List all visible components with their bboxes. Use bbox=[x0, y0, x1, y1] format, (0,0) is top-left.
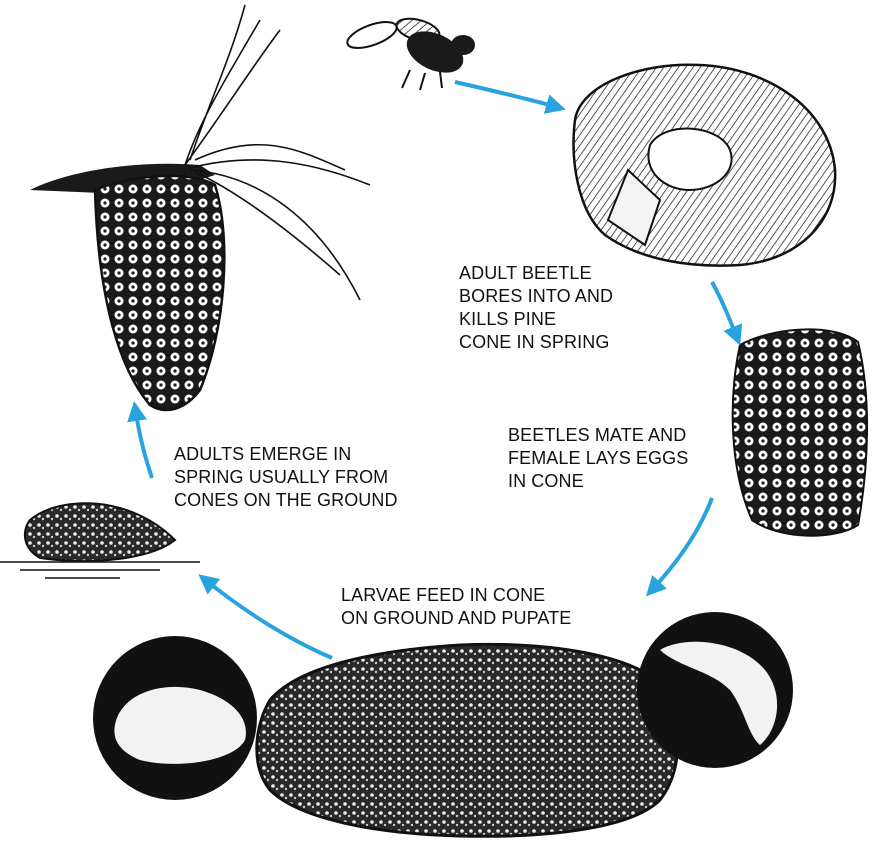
caption-line: IN CONE bbox=[508, 470, 688, 493]
caption-stage-3: LARVAE FEED IN CONE ON GROUND AND PUPATE bbox=[341, 584, 571, 630]
caption-line: LARVAE FEED IN CONE bbox=[341, 584, 571, 607]
caption-stage-1: ADULT BEETLE BORES INTO AND KILLS PINE C… bbox=[459, 262, 613, 354]
pine-cone-icon bbox=[30, 5, 370, 410]
caption-line: BEETLES MATE AND bbox=[508, 424, 688, 447]
arrow-ground-cone-to-branch-cone bbox=[135, 407, 152, 478]
arrow-cone-to-eggs bbox=[712, 282, 738, 340]
caption-line: ON GROUND AND PUPATE bbox=[341, 607, 571, 630]
arrow-larvae-to-ground-cone bbox=[203, 578, 332, 658]
arrow-eggs-to-larvae bbox=[650, 498, 712, 592]
pine-cone-icon bbox=[0, 503, 200, 578]
caption-line: ADULTS EMERGE IN bbox=[174, 443, 398, 466]
caption-line: FEMALE LAYS EGGS bbox=[508, 447, 688, 470]
caption-line: BORES INTO AND bbox=[459, 285, 613, 308]
pine-cone-icon bbox=[733, 329, 867, 535]
pine-cone-icon bbox=[574, 65, 836, 266]
caption-line: CONE IN SPRING bbox=[459, 331, 613, 354]
caption-line: CONES ON THE GROUND bbox=[174, 489, 398, 512]
caption-stage-2: BEETLES MATE AND FEMALE LAYS EGGS IN CON… bbox=[508, 424, 688, 493]
beetle-icon bbox=[344, 15, 475, 90]
caption-line: ADULT BEETLE bbox=[459, 262, 613, 285]
caption-line: SPRING USUALLY FROM bbox=[174, 466, 398, 489]
arrow-beetle-to-cone bbox=[455, 82, 560, 108]
ground-cone-larvae bbox=[93, 612, 793, 836]
caption-line: KILLS PINE bbox=[459, 308, 613, 331]
caption-stage-4: ADULTS EMERGE IN SPRING USUALLY FROM CON… bbox=[174, 443, 398, 512]
